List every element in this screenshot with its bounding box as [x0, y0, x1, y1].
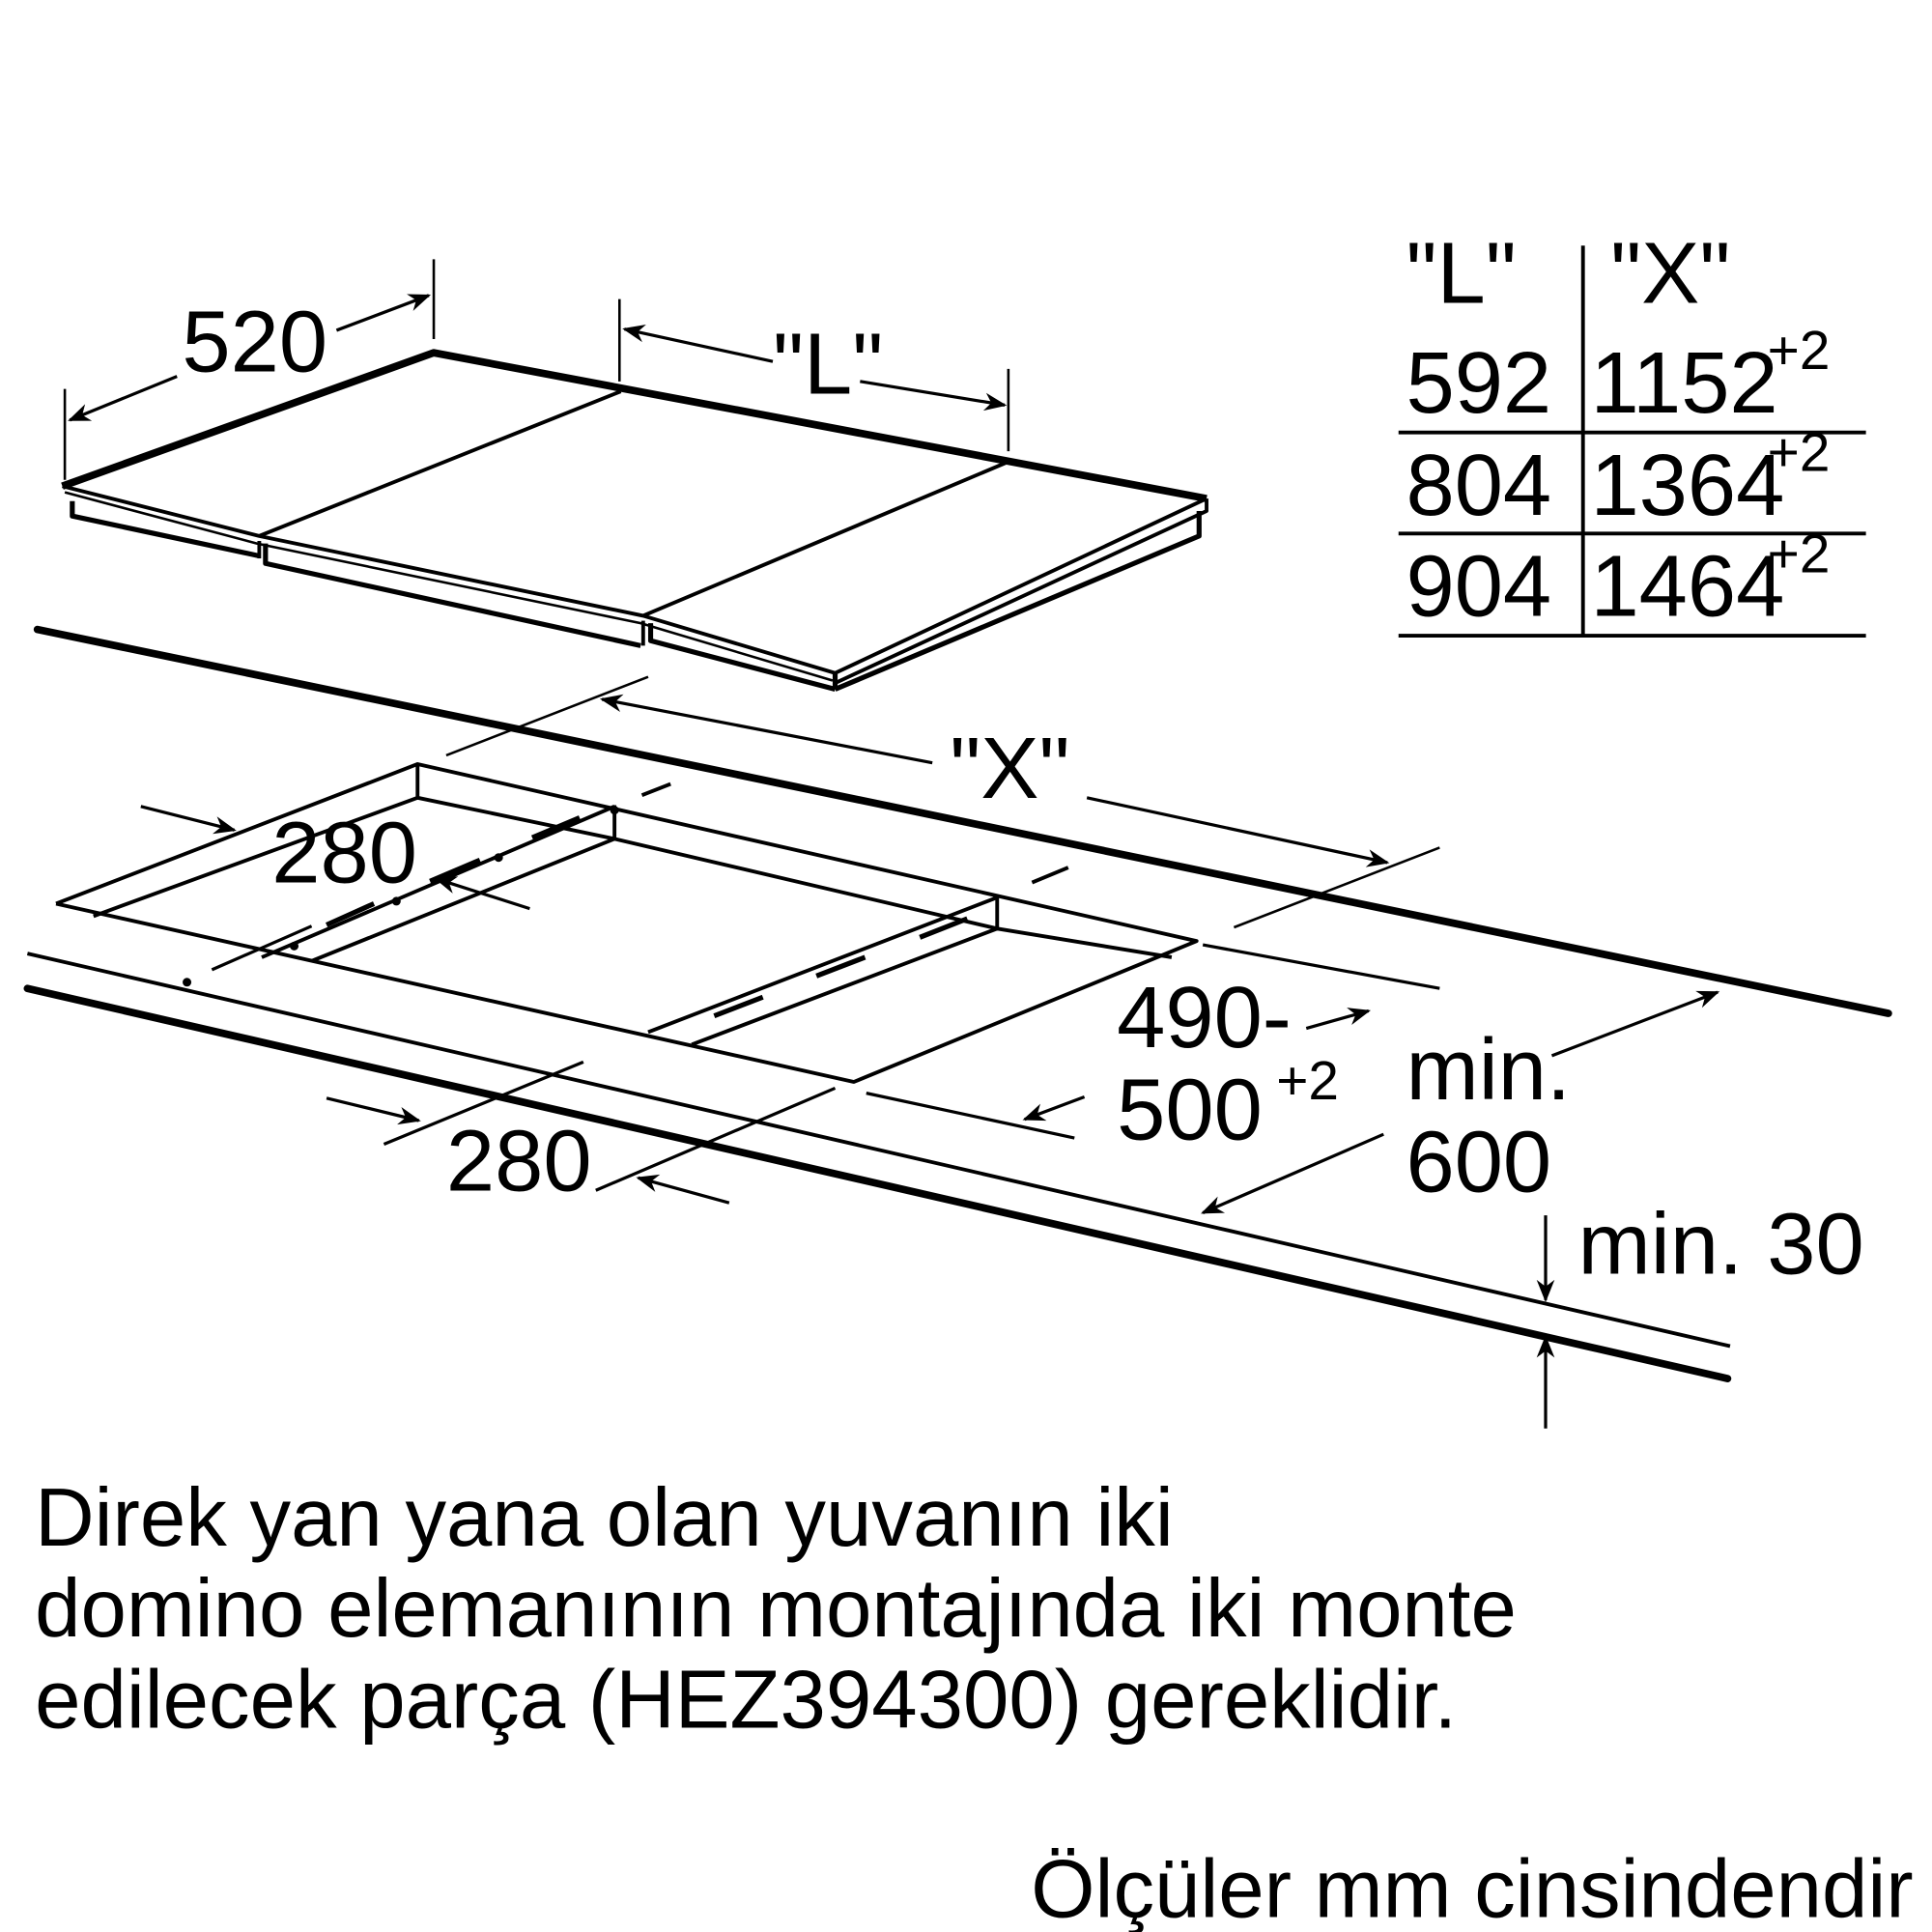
dim-280-back-label: 280 [271, 805, 417, 902]
table-cell-L: 592 [1406, 334, 1551, 432]
note-line-3: edilecek parça (HEZ394300) gereklidir. [35, 1654, 1457, 1746]
dim-500-label: 500 [1117, 1061, 1263, 1158]
table-header-X: "X" [1610, 225, 1730, 323]
dim-600-label: 600 [1406, 1114, 1551, 1211]
dimension-280-front [326, 1060, 837, 1205]
worktop-front-edge-bottom [23, 984, 1732, 1382]
table-cell-X: 1464 [1590, 537, 1784, 635]
cooktop-illustration [61, 349, 1208, 693]
note-line-1: Direk yan yana olan yuvanın iki [35, 1472, 1174, 1564]
table-cell-tolerance: +2 [1768, 423, 1831, 484]
dim-280-front-label: 280 [446, 1112, 592, 1209]
dim-L-label: "L" [773, 316, 883, 413]
table-cell-tolerance: +2 [1768, 524, 1831, 584]
worktop-front-edge-top [26, 952, 1731, 1349]
dim-490-label: 490- [1117, 969, 1292, 1066]
dim-500-tolerance: +2 [1276, 1051, 1339, 1112]
dimension-520 [63, 259, 436, 480]
dimension-min-600 [1201, 990, 1720, 1214]
dimension-L [618, 298, 1010, 452]
dimension-280-back [140, 805, 530, 972]
table-cell-tolerance: +2 [1768, 321, 1831, 382]
dimension-X [445, 675, 1440, 929]
dim-520-label: 520 [182, 294, 327, 391]
units-note: Ölçüler mm cinsindendir [1031, 1844, 1913, 1932]
table-header-L: "L" [1406, 225, 1516, 323]
table-cell-X: 1152 [1590, 334, 1777, 432]
dim-X-label: "X" [950, 720, 1069, 817]
table-cell-L: 904 [1406, 537, 1551, 635]
dim-min-label: min. [1406, 1021, 1571, 1119]
dimension-table: "L" "X" 592 1152 +2 804 1364 +2 904 1464… [1398, 225, 1866, 638]
table-cell-L: 804 [1406, 437, 1551, 534]
note-line-2: domino elemanının montajında iki monte [35, 1563, 1517, 1655]
dim-min-30-label: min. 30 [1578, 1196, 1864, 1293]
dimension-490-500 [866, 943, 1440, 1140]
table-cell-X: 1364 [1590, 437, 1784, 534]
worktop-back-edge [33, 625, 1892, 1017]
